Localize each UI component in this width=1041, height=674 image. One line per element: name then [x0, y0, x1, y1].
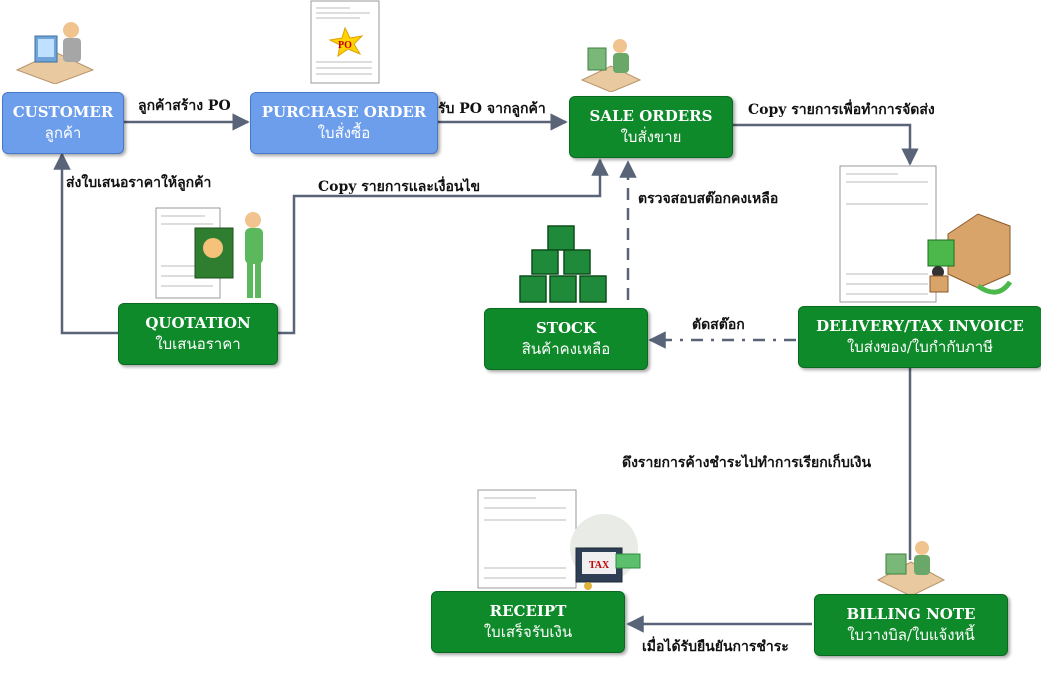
- customer-subtitle: ลูกค้า: [44, 124, 82, 142]
- delivery-tax-invoice-node: DELIVERY/TAX INVOICE ใบส่งของ/ใบกำกับภาษ…: [798, 306, 1041, 368]
- stock-boxes-image: [519, 225, 607, 303]
- billing-computer-icon: [876, 541, 946, 596]
- stock-subtitle: สินค้าคงเหลือ: [521, 340, 611, 358]
- label-stock-to-so: ตรวจสอบสต๊อกคงเหลือ: [638, 191, 779, 207]
- receipt-tax-image: TAX: [477, 489, 641, 590]
- label-quotation-to-so: Copy รายการและเงื่อนไข: [318, 179, 481, 195]
- delivery-title: DELIVERY/TAX INVOICE: [816, 317, 1024, 335]
- purchase-order-subtitle: ใบสั่งซื้อ: [317, 124, 371, 142]
- customer-computer-icon: [15, 22, 95, 84]
- billing-note-node: BILLING NOTE ใบวางบิล/ใบแจ้งหนี้: [814, 594, 1008, 656]
- receipt-title: RECEIPT: [489, 602, 567, 620]
- quotation-subtitle: ใบเสนอราคา: [155, 335, 241, 353]
- label-quotation-to-customer: ส่งใบเสนอราคาให้ลูกค้า: [66, 175, 212, 191]
- billing-title: BILLING NOTE: [846, 605, 976, 623]
- label-delivery-to-stock: ตัดสต๊อก: [692, 317, 745, 333]
- po-stamp-text: PO: [338, 40, 352, 51]
- sale-orders-subtitle: ใบสั่งขาย: [620, 128, 682, 146]
- stock-node: STOCK สินค้าคงเหลือ: [484, 308, 648, 370]
- edge-quotation-so: [278, 158, 609, 335]
- stock-title: STOCK: [535, 319, 597, 337]
- purchase-order-title: PURCHASE ORDER: [261, 103, 427, 121]
- label-customer-to-po: ลูกค้าสร้าง PO: [138, 98, 231, 114]
- label-billing-to-receipt: เมื่อได้รับยืนยันการชำระ: [642, 639, 789, 655]
- sale-orders-node: SALE ORDERS ใบสั่งขาย: [569, 96, 733, 158]
- sale-orders-title: SALE ORDERS: [589, 107, 713, 125]
- quotation-presenter-image: [155, 207, 263, 299]
- quotation-title: QUOTATION: [145, 314, 251, 332]
- purchase-order-document-image: PO: [310, 0, 380, 84]
- edge-so-delivery: [732, 123, 919, 166]
- edge-quotation-customer: [53, 152, 118, 335]
- tax-tag-text: TAX: [589, 560, 610, 571]
- quotation-node: QUOTATION ใบเสนอราคา: [118, 303, 278, 365]
- receipt-subtitle: ใบเสร็จรับเงิน: [483, 623, 573, 641]
- delivery-invoice-truck-image: [839, 165, 1013, 303]
- receipt-node: RECEIPT ใบเสร็จรับเงิน: [431, 591, 625, 653]
- customer-node: CUSTOMER ลูกค้า: [2, 92, 124, 154]
- sale-computer-icon: [580, 39, 642, 92]
- label-po-to-so: รับ PO จากลูกค้า: [438, 101, 546, 117]
- label-so-to-delivery: Copy รายการเพื่อทำการจัดส่ง: [748, 102, 935, 118]
- purchase-order-node: PURCHASE ORDER ใบสั่งซื้อ: [250, 92, 438, 154]
- customer-title: CUSTOMER: [12, 103, 114, 121]
- delivery-subtitle: ใบส่งของ/ใบกำกับภาษี: [846, 338, 994, 356]
- label-delivery-to-billing: ดึงรายการค้างชำระไปทำการเรียกเก็บเงิน: [622, 455, 872, 471]
- billing-subtitle: ใบวางบิล/ใบแจ้งหนี้: [847, 626, 975, 644]
